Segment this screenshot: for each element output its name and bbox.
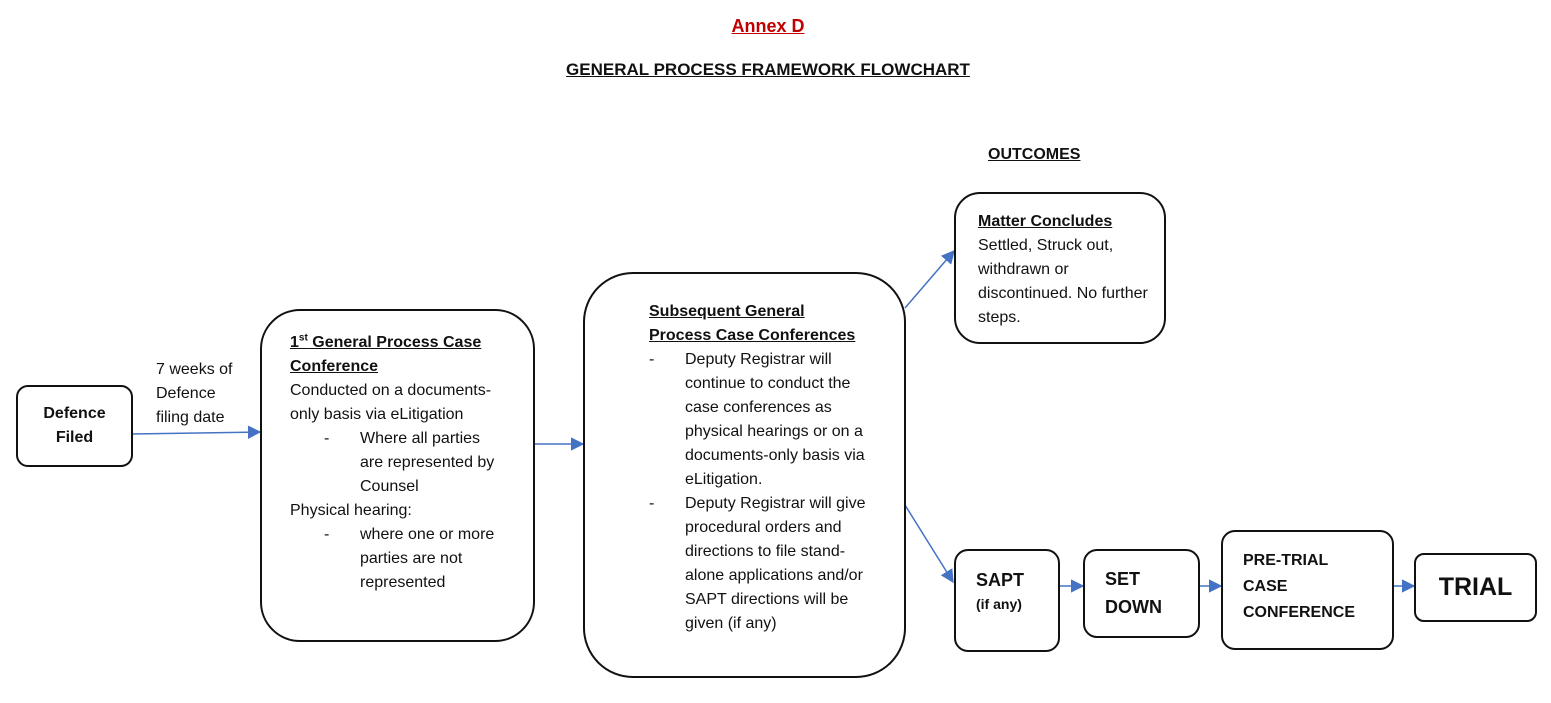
first-conference-list-a: -Where all parties are represented by Co… bbox=[290, 427, 500, 499]
gap-label-line3: filing date bbox=[156, 409, 225, 426]
first-conference-title-line2: Conference bbox=[290, 358, 379, 375]
list-item: -Deputy Registrar will continue to condu… bbox=[649, 351, 865, 488]
subsequent-list: -Deputy Registrar will continue to condu… bbox=[649, 348, 881, 636]
trial-box: TRIAL bbox=[1414, 553, 1537, 622]
trial-label: TRIAL bbox=[1438, 573, 1513, 601]
gap-label: 7 weeks of Defence filing date bbox=[156, 358, 232, 430]
list-item: -Where all parties are represented by Co… bbox=[324, 430, 495, 495]
arrow-defence-to-first bbox=[131, 425, 262, 439]
pre-trial-line2: CASE bbox=[1243, 578, 1288, 595]
sapt-box: SAPT (if any) bbox=[954, 549, 1060, 652]
subsequent-title-line2: Process Case Conferences bbox=[649, 327, 856, 344]
defence-filed-line2: Filed bbox=[55, 429, 94, 446]
gap-label-line2: Defence bbox=[156, 385, 216, 402]
defence-filed-box: Defence Filed bbox=[16, 385, 133, 467]
first-conference-title: 1st General Process Case bbox=[290, 332, 482, 351]
subsequent-title-line1: Subsequent General bbox=[649, 303, 805, 320]
list-item: -where one or more parties are not repre… bbox=[324, 526, 495, 591]
first-conference-intro: Conducted on a documents-only basis via … bbox=[290, 382, 492, 423]
pre-trial-line3: CONFERENCE bbox=[1243, 604, 1356, 621]
outcomes-label: OUTCOMES bbox=[988, 146, 1081, 163]
subsequent-conferences-box: Subsequent General Process Case Conferen… bbox=[583, 272, 906, 678]
sapt-qualifier: (if any) bbox=[976, 596, 1022, 612]
list-item: -Deputy Registrar will give procedural o… bbox=[649, 495, 866, 632]
set-down-line1: SET bbox=[1105, 569, 1141, 589]
gap-label-line1: 7 weeks of bbox=[156, 361, 233, 378]
sapt-label: SAPT bbox=[976, 570, 1025, 590]
matter-concludes-body: Settled, Struck out, withdrawn or discon… bbox=[978, 237, 1148, 326]
arrow-subsequent-to-matter bbox=[904, 249, 955, 309]
first-conference-physical: Physical hearing: bbox=[290, 502, 412, 519]
first-conference-list-b: -where one or more parties are not repre… bbox=[290, 523, 500, 595]
first-conference-box: 1st General Process Case Conference Cond… bbox=[260, 309, 535, 642]
arrow-subsequent-to-sapt bbox=[904, 504, 954, 584]
pre-trial-line1: PRE-TRIAL bbox=[1243, 552, 1329, 569]
annex-label: Annex D bbox=[731, 16, 805, 36]
defence-filed-line1: Defence bbox=[43, 405, 106, 422]
set-down-box: SET DOWN bbox=[1083, 549, 1200, 638]
matter-concludes-title: Matter Concludes bbox=[978, 213, 1113, 230]
set-down-line2: DOWN bbox=[1105, 597, 1162, 617]
page-title: GENERAL PROCESS FRAMEWORK FLOWCHART bbox=[566, 60, 970, 79]
matter-concludes-box: Matter Concludes Settled, Struck out, wi… bbox=[954, 192, 1166, 344]
pre-trial-box: PRE-TRIAL CASE CONFERENCE bbox=[1221, 530, 1394, 650]
